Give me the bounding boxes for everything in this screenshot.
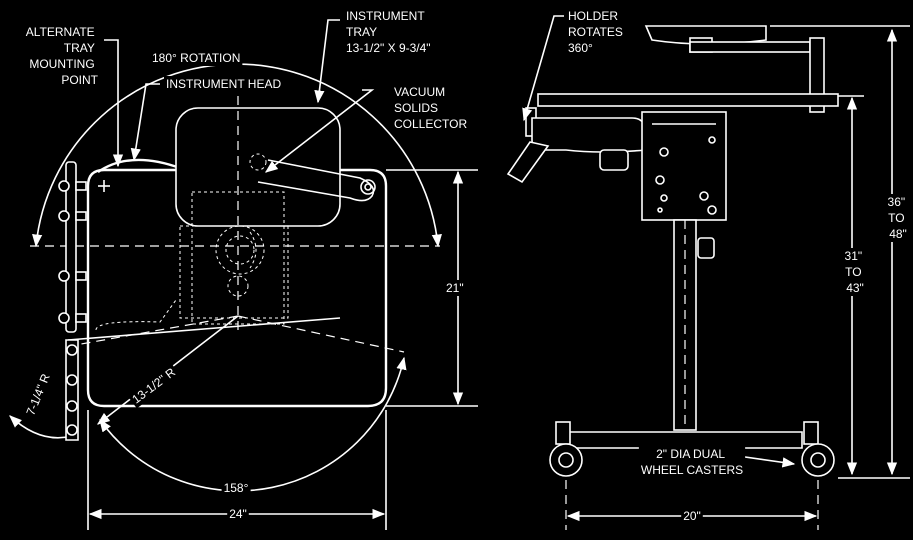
vacuum-label: VACUUM SOLIDS COLLECTOR (394, 85, 467, 131)
width-label: 24" (229, 507, 247, 521)
left-caster (549, 443, 583, 477)
instrument-tray-label: INSTRUMENT TRAY 13-1/2" X 9-3/4" (346, 9, 431, 55)
sweep-label: 158° (224, 481, 249, 495)
side-main-tray (537, 93, 839, 107)
top-view: ALTERNATE TRAY MOUNTING POINT 180° ROTAT… (9, 8, 478, 530)
side-base (565, 431, 803, 449)
holder-label: HOLDER ROTATES 360° (568, 9, 626, 55)
radius-small-label: 7-1/4" R (23, 371, 52, 417)
base-width-label: 20" (683, 509, 701, 523)
right-caster (801, 443, 835, 477)
instrument-head-label: INSTRUMENT HEAD (166, 77, 281, 91)
small-radius-arc (9, 415, 73, 439)
side-instrument-head (531, 117, 647, 153)
side-view: HOLDER ROTATES 360° 36" TO 48" 31" TO 43… (506, 8, 911, 530)
side-mount-block (641, 111, 727, 221)
rotation-label: 180° ROTATION (152, 51, 240, 65)
depth-label: 21" (446, 281, 464, 295)
sweep-arc (99, 356, 407, 492)
height-max-label: 36" TO 48" (888, 195, 909, 241)
casters-label: 2" DIA DUAL WHEEL CASTERS (641, 447, 743, 477)
vacuum-arm (257, 159, 375, 202)
alternate-tray-bracket (58, 161, 87, 441)
side-support-arm (689, 41, 811, 53)
instrument-tray-outline (175, 107, 341, 227)
radius-large-label: 13-1/2" R (129, 365, 178, 407)
alternate-tray-label: ALTERNATE TRAY MOUNTING POINT (26, 25, 99, 87)
height-min-label: 31" TO 43" (845, 249, 866, 295)
